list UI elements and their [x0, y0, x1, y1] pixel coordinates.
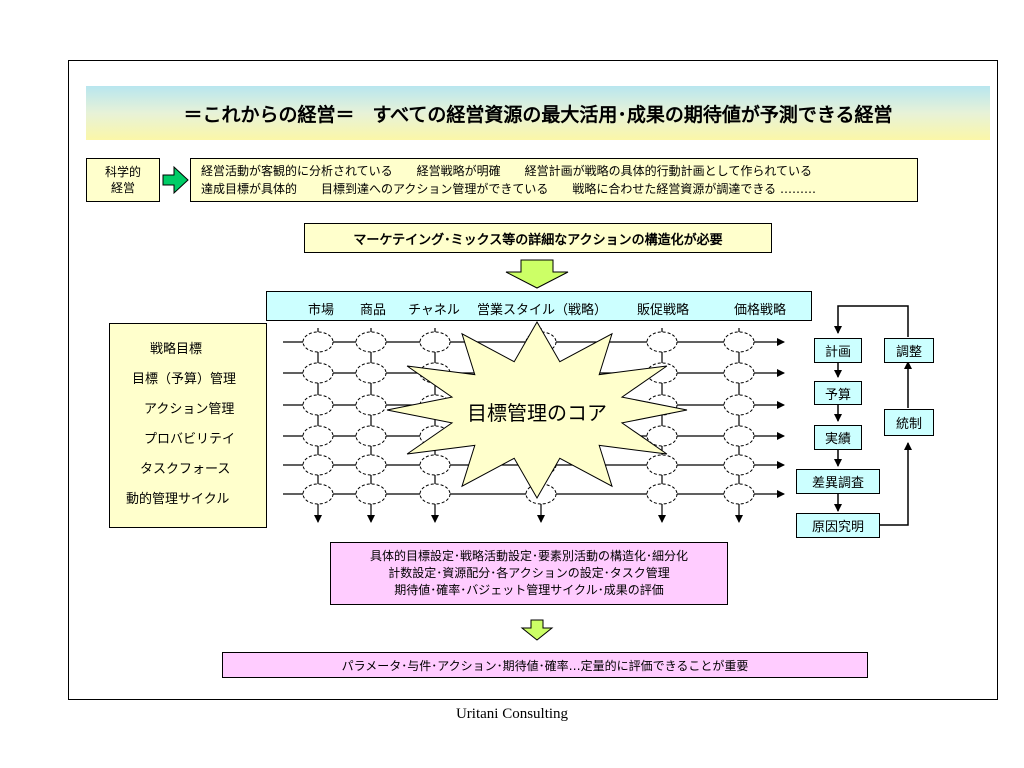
column-label: 販促戦略	[636, 303, 690, 318]
title-right: すべての経営資源の最大活用･成果の期待値が予測できる経営	[372, 103, 893, 126]
summary-item: 経営活動が客観的に分析されている	[201, 164, 393, 178]
matrix-node	[646, 331, 678, 353]
summary-item: 達成目標が具体的	[201, 182, 298, 196]
science-line1: 科学的	[104, 165, 141, 179]
down-arrow-icon	[520, 619, 554, 641]
summary-row2: 達成目標が具体的 目標到達へのアクション管理ができている 戦略に合わせた経営資源が調…	[201, 180, 917, 198]
matrix-node	[355, 394, 387, 416]
matrix-node	[419, 454, 451, 476]
matrix-node	[723, 394, 755, 416]
footer-credit: Uritani Consulting	[455, 706, 569, 722]
column-label: 営業スタイル（戦略）	[476, 303, 608, 318]
matrix-node	[723, 454, 755, 476]
matrix-node	[646, 425, 678, 447]
budget-box: 予算	[814, 381, 862, 405]
column-header-bar: 市場 商品 チャネル 営業スタイル（戦略） 販促戦略 価格戦略	[266, 291, 812, 321]
cycle-connectors	[834, 305, 912, 526]
marketing-mix-box: マーケテイング･ミックス等の詳細なアクションの構造化が必要	[304, 223, 772, 253]
matrix-node	[419, 331, 451, 353]
core-label: 目標管理のコア	[467, 401, 607, 425]
actions-line: 具体的目標設定･戦略活動設定･要素別活動の構造化･細分化	[369, 549, 688, 563]
row-label: 目標（予算）管理	[132, 372, 237, 387]
summary-item: 戦略に合わせた経営資源が調達できる ………	[572, 182, 816, 196]
matrix-node	[646, 454, 678, 476]
column-label: チャネル	[408, 303, 460, 318]
row-label: アクション管理	[144, 402, 235, 417]
row-label-box: 戦略目標 目標（予算）管理 アクション管理 プロバビリテイ タスクフォース 動的…	[109, 323, 267, 528]
matrix-node	[723, 425, 755, 447]
matrix-node	[355, 454, 387, 476]
matrix-node	[302, 425, 334, 447]
matrix-node	[723, 362, 755, 384]
actions-line: 計数設定･資源配分･各アクションの設定･タスク管理	[388, 566, 670, 580]
matrix-node	[302, 362, 334, 384]
matrix-node	[355, 483, 387, 505]
matrix-node	[302, 483, 334, 505]
column-label: 市場	[307, 303, 335, 318]
variance-box: 差異調査	[796, 469, 880, 494]
actions-line: 期待値･確率･バジェット管理サイクル･成果の評価	[394, 583, 664, 597]
right-arrow-icon	[162, 165, 189, 195]
summary-item: 経営戦略が明確	[416, 164, 501, 178]
root-cause-box: 原因究明	[796, 513, 880, 538]
science-line2: 経営	[110, 181, 135, 195]
row-label: 動的管理サイクル	[126, 492, 230, 507]
row-label: プロバビリテイ	[144, 432, 236, 447]
matrix-node	[419, 483, 451, 505]
result-box: 実績	[814, 425, 862, 450]
summary-row1: 経営活動が客観的に分析されている 経営戦略が明確 経営計画が戦略の具体的行動計画とし…	[201, 162, 917, 180]
scientific-management-box: 科学的 経営	[86, 158, 160, 202]
summary-item: 目標到達へのアクション管理ができている	[321, 182, 549, 196]
matrix-node	[723, 483, 755, 505]
summary-box: 経営活動が客観的に分析されている 経営戦略が明確 経営計画が戦略の具体的行動計画とし…	[190, 158, 918, 202]
row-label: 戦略目標	[150, 342, 203, 357]
matrix-node	[302, 454, 334, 476]
row-label: タスクフォース	[140, 462, 231, 477]
matrix-node	[646, 483, 678, 505]
title-left: ＝これからの経営＝	[183, 103, 355, 126]
summary-item: 経営計画が戦略の具体的行動計画として作られている	[524, 164, 812, 178]
adjust-box: 調整	[884, 338, 934, 363]
control-box: 統制	[884, 409, 934, 436]
matrix-node	[302, 394, 334, 416]
slide-frame	[68, 60, 998, 700]
actions-box: 具体的目標設定･戦略活動設定･要素別活動の構造化･細分化 計数設定･資源配分･各…	[330, 542, 728, 605]
column-label: 価格戦略	[733, 303, 787, 318]
conclusion-box: パラメータ･与件･アクション･期待値･確率…定量的に評価できることが重要	[222, 652, 868, 678]
column-label: 商品	[359, 303, 387, 318]
down-arrow-icon	[505, 259, 569, 289]
matrix-node	[355, 425, 387, 447]
matrix-node	[355, 331, 387, 353]
plan-box: 計画	[814, 338, 862, 363]
title-banner: ＝これからの経営＝ すべての経営資源の最大活用･成果の期待値が予測できる経営	[86, 86, 990, 140]
matrix-node	[723, 331, 755, 353]
matrix-node	[355, 362, 387, 384]
core-starburst	[386, 320, 688, 500]
matrix-node	[302, 331, 334, 353]
